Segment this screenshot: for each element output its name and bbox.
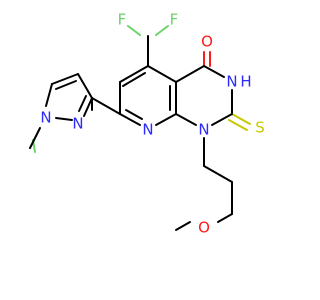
pyrazole-bonds <box>29 73 93 149</box>
bond-c5-c6 <box>119 65 149 83</box>
bond-c7-n8-double <box>125 109 143 120</box>
atom-n3: N <box>226 73 237 91</box>
bond-c4a-c4 <box>175 65 205 83</box>
bond-c2-n1 <box>211 113 233 126</box>
atom-n1: N <box>198 121 209 139</box>
bond-o-methyl <box>175 221 191 231</box>
bond-lines <box>91 25 251 231</box>
bond-c5-c4a <box>147 65 177 83</box>
atom-labels: F F O N H S N N O N N <box>40 11 264 237</box>
bond-c7-pz3 <box>91 97 121 115</box>
bond-pz-n1-methyl <box>29 127 41 149</box>
atom-f1: F <box>118 11 127 29</box>
bond-pz-c4-c5 <box>51 73 79 85</box>
bond-c2-s <box>231 113 251 125</box>
bond-pz-n2-c3 <box>83 97 93 117</box>
bond-f2-c <box>155 25 169 36</box>
bond-chain1-chain2 <box>203 165 233 183</box>
atom-f2: F <box>170 11 179 29</box>
bond-n1-c8a <box>175 113 197 126</box>
atom-pyrazole-n1: N <box>40 109 51 127</box>
bond-c7-n8 <box>119 113 141 126</box>
atom-o-ether: O <box>198 219 210 237</box>
atom-pyrazole-n2: N <box>72 115 83 133</box>
atom-o-carbonyl: O <box>201 33 213 51</box>
bond-chain3-o <box>217 213 233 223</box>
bond-pz-n1-n2 <box>55 117 73 121</box>
bond-c5-c6-double <box>122 72 146 87</box>
bond-c4-n3 <box>203 65 225 78</box>
bond-pz-c3-c4 <box>77 73 93 99</box>
bond-pz-c4-c5-double <box>55 80 77 90</box>
bond-c2-s-double <box>228 119 248 131</box>
atom-s-thione: S <box>255 119 265 137</box>
molecule-structure: F F O N H S N N O N N <box>29 11 265 237</box>
bond-n8-c8a <box>155 113 177 126</box>
bond-f1-c <box>127 25 141 36</box>
bond-pz-c5-n1 <box>45 83 53 107</box>
bond-pz-n2-c3-double <box>78 95 87 112</box>
atom-h3: H <box>240 73 251 91</box>
atom-n8: N <box>142 121 153 139</box>
